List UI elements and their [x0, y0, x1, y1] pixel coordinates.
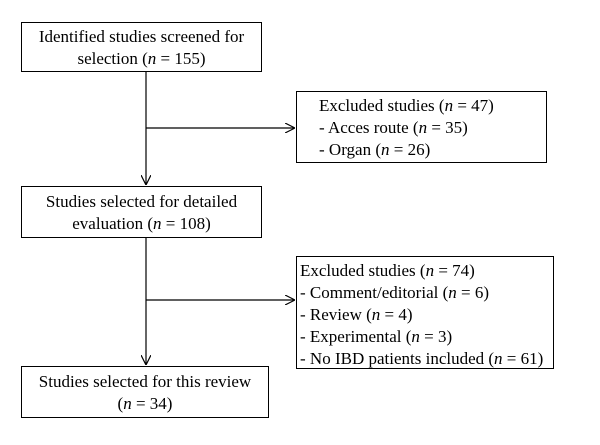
- final-review-box: Studies selected for this review (n = 34…: [21, 366, 269, 418]
- detailed-evaluation-box: Studies selected for detailed evaluation…: [21, 186, 262, 238]
- identified-line-2: selection (n = 155): [77, 49, 206, 68]
- final-line-2: (n = 34): [117, 394, 173, 413]
- detailed-line-1: Studies selected for detailed: [45, 192, 238, 211]
- identified-line-1: Identified studies screened for: [38, 27, 245, 46]
- excluded-studies-box-1: Excluded studies (n = 47) - Acces route …: [296, 91, 547, 163]
- final-line-1: Studies selected for this review: [38, 372, 252, 391]
- excluded-2-item: - Comment/editorial (n = 6): [300, 283, 489, 302]
- excluded-studies-box-2: Excluded studies (n = 74) - Comment/edit…: [296, 256, 554, 369]
- detailed-line-2: evaluation (n = 108): [72, 214, 211, 233]
- identified-studies-box: Identified studies screened for selectio…: [21, 22, 262, 72]
- excluded-2-header: Excluded studies (n = 74): [300, 261, 475, 280]
- excluded-1-item: - Organ (n = 26): [319, 140, 431, 159]
- excluded-1-header: Excluded studies (n = 47): [319, 96, 494, 115]
- excluded-2-item: - Experimental (n = 3): [300, 327, 453, 346]
- excluded-2-item: - Review (n = 4): [300, 305, 413, 324]
- excluded-1-item: - Acces route (n = 35): [319, 118, 468, 137]
- excluded-2-item: - No IBD patients included (n = 61): [300, 349, 544, 368]
